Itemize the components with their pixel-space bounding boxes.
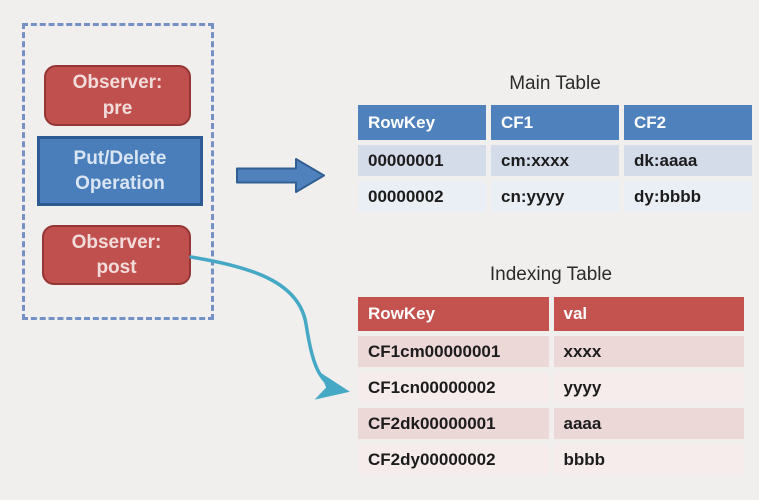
main-table-cell: 00000002 [358, 181, 486, 212]
observer-pre-box: Observer: pre [44, 65, 191, 126]
indexing-table-cell: CF1cm00000001 [358, 336, 549, 367]
main-table-title: Main Table [509, 73, 601, 94]
observer-post-box: Observer: post [42, 225, 191, 285]
indexing-table: RowKey val CF1cm00000001 xxxx CF1cn00000… [358, 297, 744, 475]
flow-right-block-arrow-icon [236, 158, 325, 193]
coprocessor-group-box [22, 23, 214, 320]
main-table-header-cf1: CF1 [491, 105, 619, 140]
indexing-table-cell: CF1cn00000002 [358, 372, 549, 403]
main-table-cell: dy:bbbb [624, 181, 752, 212]
main-table-header-rowkey: RowKey [358, 105, 486, 140]
main-table: RowKey CF1 CF2 00000001 cm:xxxx dk:aaaa … [358, 105, 752, 212]
indexing-table-cell: aaaa [553, 408, 744, 439]
main-table-cell: cn:yyyy [491, 181, 619, 212]
indexing-table-cell: CF2dk00000001 [358, 408, 549, 439]
observer-pre-label-line1: Observer: [72, 72, 163, 94]
indexing-table-cell: yyyy [553, 372, 744, 403]
observer-pre-label-line2: pre [102, 97, 133, 119]
indexing-table-title: Indexing Table [489, 264, 613, 285]
operation-label-line2: Operation [75, 173, 165, 194]
main-table-cell: cm:xxxx [491, 145, 619, 176]
main-table-cell: 00000001 [358, 145, 486, 176]
indexing-table-header-val: val [553, 297, 744, 331]
observer-post-label-line1: Observer: [71, 231, 162, 253]
main-table-cell: dk:aaaa [624, 145, 752, 176]
observer-post-label-line2: post [96, 257, 137, 278]
indexing-table-cell: bbbb [553, 444, 744, 475]
indexing-table-header-rowkey: RowKey [358, 297, 549, 331]
put-delete-operation-box: Put/Delete Operation [37, 136, 203, 206]
indexing-table-cell: CF2dy00000002 [358, 444, 549, 475]
main-table-header-cf2: CF2 [624, 105, 752, 140]
indexing-table-cell: xxxx [553, 336, 744, 367]
operation-label-line1: Put/Delete [73, 147, 167, 169]
